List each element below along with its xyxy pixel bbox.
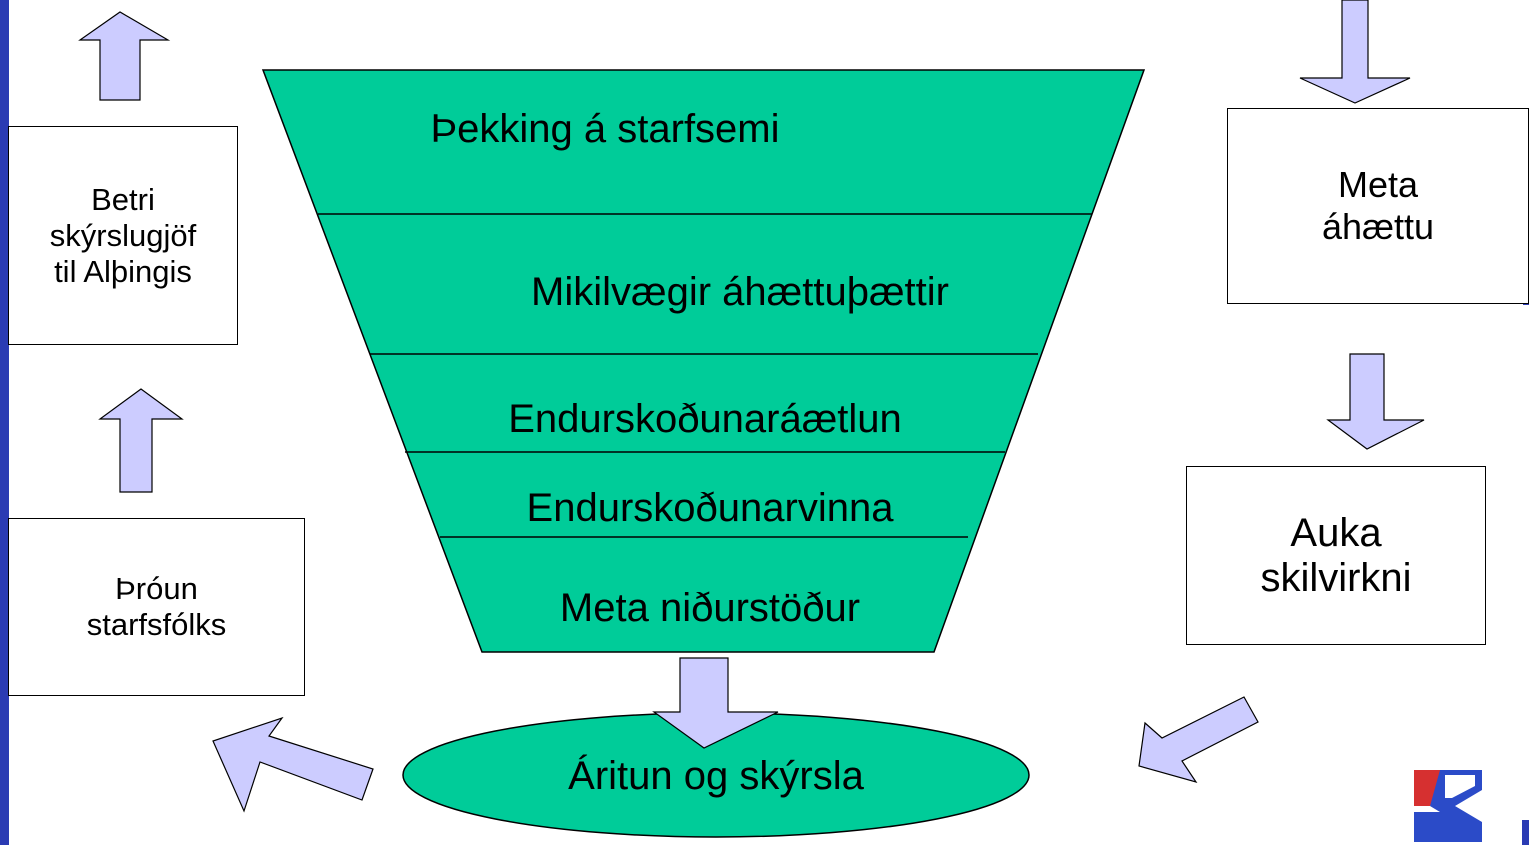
arrow-diagonal-right <box>1138 696 1259 784</box>
box-right-bottom-label: Auka skilvirkni <box>1260 510 1412 600</box>
box-left-top: Betri skýrslugjöf til Alþingis <box>8 126 238 345</box>
box-left-bottom-label: Þróun starfsfólks <box>86 571 227 642</box>
funnel-layer-1-label: Þekking á starfsemi <box>430 107 780 151</box>
arrow-diagonal-left <box>212 716 374 813</box>
arrow-up-left-top <box>78 11 171 101</box>
right-edge-bar-bottom <box>1522 820 1529 845</box>
funnel-shape <box>261 69 1146 653</box>
funnel-layer-3-label: Endurskoðunaráætlun <box>508 397 902 441</box>
funnel-layer-5-label: Meta niðurstöður <box>559 586 861 630</box>
box-right-bottom: Auka skilvirkni <box>1186 466 1486 645</box>
logo-icon <box>1412 770 1492 842</box>
funnel-layer-4-label: Endurskoðunarvinna <box>526 486 894 530</box>
output-label: Áritun og skýrsla <box>568 754 864 798</box>
arrow-down-funnel <box>652 657 779 749</box>
box-right-top: Meta áhættu <box>1227 108 1529 304</box>
funnel-layer-2-label: Mikilvægir áhættuþættir <box>531 270 949 314</box>
box-left-bottom: Þróun starfsfólks <box>8 518 305 696</box>
box-right-top-label: Meta áhættu <box>1321 164 1435 247</box>
arrow-down-right-top <box>1299 0 1411 104</box>
box-left-top-label: Betri skýrslugjöf til Alþingis <box>49 181 197 289</box>
arrow-up-left-middle <box>98 388 184 493</box>
arrow-down-right-middle <box>1326 353 1425 450</box>
left-edge-bar <box>0 0 9 845</box>
